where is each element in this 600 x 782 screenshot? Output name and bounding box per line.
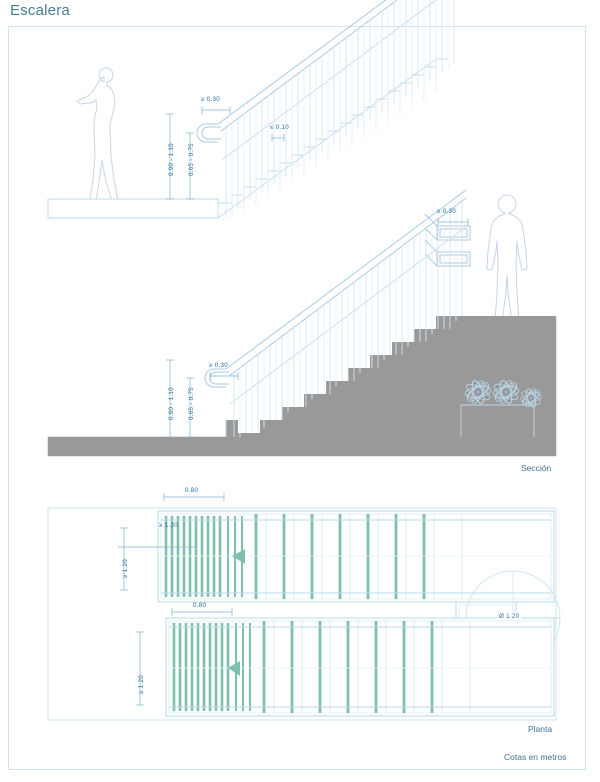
dim-landing-depth-upper-inner: ≥ 1.20 [159,522,178,529]
dim-landing-depth-upper: ≥ 1.20 [122,559,129,578]
drawing-frame [8,26,586,770]
caption-plan: Planta [528,724,553,734]
dim-landing-width-lower: 0.80 [193,602,207,609]
dim-landing-width-upper: 0.80 [185,487,199,494]
dim-handrail-low-top: 0.65 - 0.75 [188,143,195,176]
page-title: Escalera [10,2,70,19]
dim-landing-depth-lower: ≥ 1.20 [138,675,145,694]
dim-handrail-extension-bottom: ≥ 0.30 [209,362,228,369]
units-note: Cotas en metros [504,752,567,762]
dim-handrail-low-bottom: 0.65 - 0.75 [188,387,195,420]
dim-baluster-spacing: ≤ 0.10 [270,124,289,131]
dim-handrail-extension-right: ≥ 0.30 [437,208,456,215]
dim-turning-circle: Ø 1.20 [497,613,522,620]
dim-handrail-extension-top: ≥ 0.30 [201,96,220,103]
caption-section: Sección [521,463,552,473]
dim-handrail-high-top: 0.90 - 1.10 [168,143,175,176]
dim-handrail-high-bottom: 0.90 - 1.10 [168,387,175,420]
